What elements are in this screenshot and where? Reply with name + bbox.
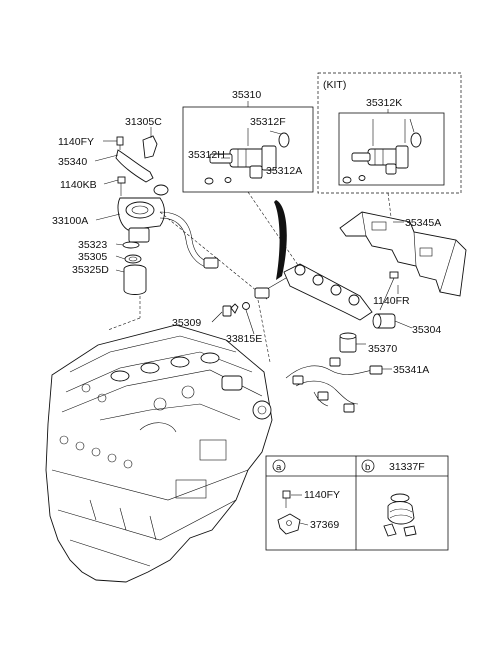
label-35340: 35340	[58, 156, 87, 168]
label-35310: 35310	[232, 89, 261, 101]
callout-labels: 35310 35312F 35312H 35312A (KIT) 35312K …	[52, 79, 441, 531]
right-leaders	[211, 221, 413, 370]
label-1140FY-top: 1140FY	[58, 136, 94, 148]
label-35304: 35304	[412, 324, 441, 336]
label-35370: 35370	[368, 343, 397, 355]
legend-b-part-label: 31337F	[389, 461, 425, 473]
label-35312H: 35312H	[188, 149, 225, 161]
injector-35312H-drawing	[209, 145, 277, 179]
legend-b-letter: b	[365, 462, 370, 473]
label-35312F: 35312F	[250, 116, 286, 128]
label-31305C: 31305C	[125, 116, 162, 128]
injector-box	[182, 101, 314, 193]
legend-b-circle	[361, 459, 375, 473]
label-35325D: 35325D	[72, 264, 109, 276]
label-35345A: 35345A	[405, 217, 441, 229]
label-35312A: 35312A	[266, 165, 302, 177]
legend-a-parts-drawing	[277, 490, 309, 535]
kit-box-frame	[317, 72, 462, 194]
label-1140FR: 1140FR	[373, 295, 410, 307]
fuel-rail-drawing	[254, 211, 467, 413]
kit-box	[317, 72, 462, 194]
label-35312K: 35312K	[366, 97, 402, 109]
fuel-pump-drawing	[115, 135, 219, 295]
label-35309: 35309	[172, 317, 201, 329]
oring-35312F	[278, 132, 290, 148]
label-35341A: 35341A	[393, 364, 429, 376]
kit-injector-drawing	[342, 132, 422, 184]
legend-a-circle	[272, 459, 286, 473]
legend-b-part-drawing	[383, 493, 417, 537]
arrow-pointer	[274, 200, 287, 280]
label-33100A: 33100A	[52, 215, 88, 227]
washer-35312A	[204, 177, 214, 185]
label-33815E: 33815E	[226, 333, 262, 345]
legend-a-part1-label: 1140FY	[304, 489, 340, 501]
engine-block-drawing	[45, 324, 273, 583]
label-1140KB: 1140KB	[60, 179, 97, 191]
left-leaders	[94, 127, 152, 273]
legend-frame	[265, 455, 449, 551]
legend-a-part2-label: 37369	[310, 519, 339, 531]
label-35323: 35323	[78, 239, 107, 251]
legend-box	[265, 455, 449, 551]
label-kit: (KIT)	[323, 79, 346, 91]
legend-a-letter: a	[276, 462, 282, 473]
fittings-drawing	[222, 302, 250, 317]
label-35305: 35305	[78, 251, 107, 263]
